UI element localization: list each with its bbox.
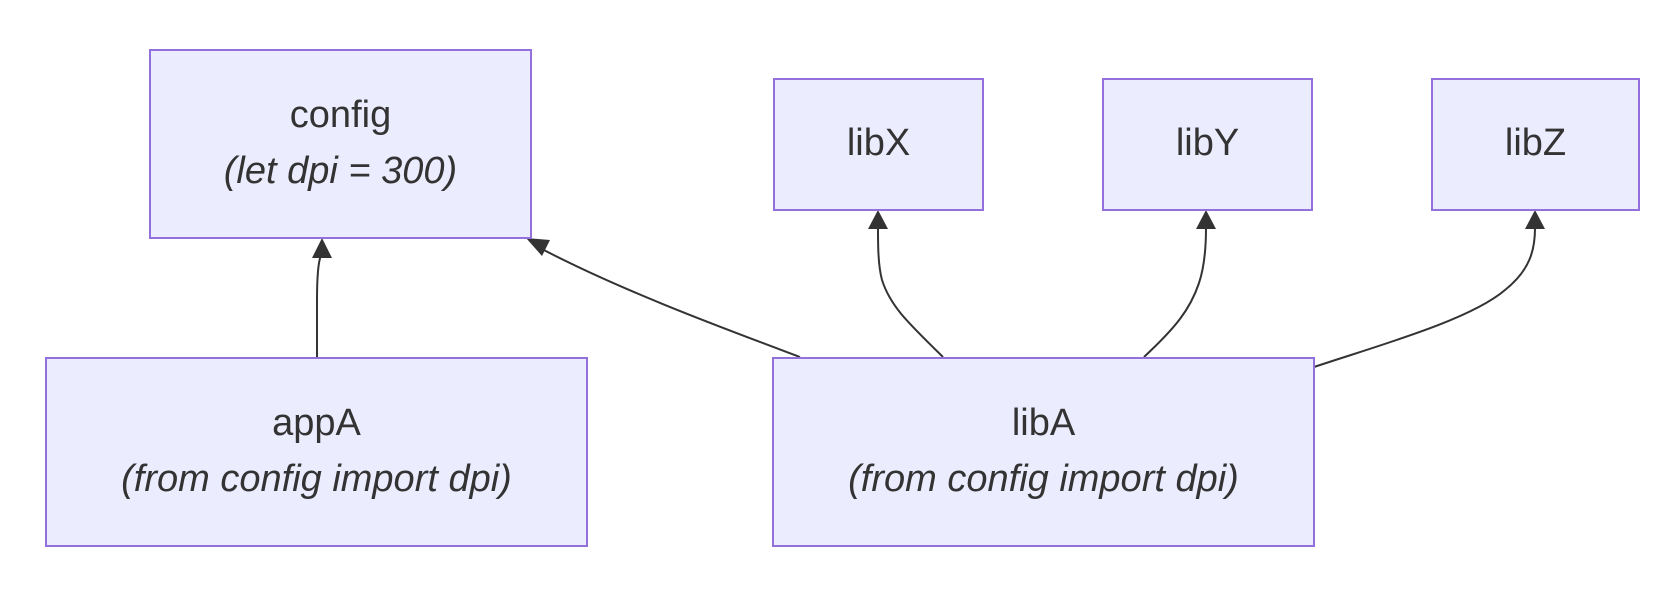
edges xyxy=(312,210,1545,368)
arrow-head-icon xyxy=(1525,210,1545,229)
edge-appA-to-config xyxy=(312,238,332,357)
node-subtitle: (from config import dpi) xyxy=(848,458,1239,500)
node-subtitle: (from config import dpi) xyxy=(121,458,512,500)
arrow-head-icon xyxy=(312,238,332,258)
node-subtitle: (let dpi = 300) xyxy=(224,150,457,192)
arrow-head-icon xyxy=(1196,210,1216,229)
node-box xyxy=(773,78,984,211)
node-config: config (let dpi = 300) xyxy=(149,49,532,239)
node-title: libY xyxy=(1176,122,1239,164)
node-title: libA xyxy=(1012,402,1076,444)
node-libY: libY xyxy=(1102,78,1313,211)
edge-libA-to-libX xyxy=(868,210,944,358)
edge-libA-to-libZ xyxy=(1313,210,1545,368)
node-title: libZ xyxy=(1505,122,1566,164)
edge-line xyxy=(877,227,944,358)
node-appA: appA (from config import dpi) xyxy=(45,357,588,547)
node-box xyxy=(149,49,532,239)
arrow-head-icon xyxy=(526,238,550,256)
arrow-head-icon xyxy=(868,210,888,229)
edge-line xyxy=(539,247,801,358)
node-title: libX xyxy=(847,122,910,164)
edge-libA-to-config xyxy=(526,238,801,358)
node-title: appA xyxy=(272,402,361,444)
node-libA: libA (from config import dpi) xyxy=(772,357,1315,547)
edge-line xyxy=(316,254,322,357)
node-box xyxy=(1102,78,1313,211)
node-box xyxy=(45,357,588,547)
node-title: config xyxy=(290,94,391,136)
node-box xyxy=(1431,78,1640,211)
node-box xyxy=(772,357,1315,547)
edge-line xyxy=(1143,227,1207,358)
edge-libA-to-libY xyxy=(1143,210,1216,358)
edge-line xyxy=(1313,227,1536,368)
node-libZ: libZ xyxy=(1431,78,1640,211)
node-libX: libX xyxy=(773,78,984,211)
